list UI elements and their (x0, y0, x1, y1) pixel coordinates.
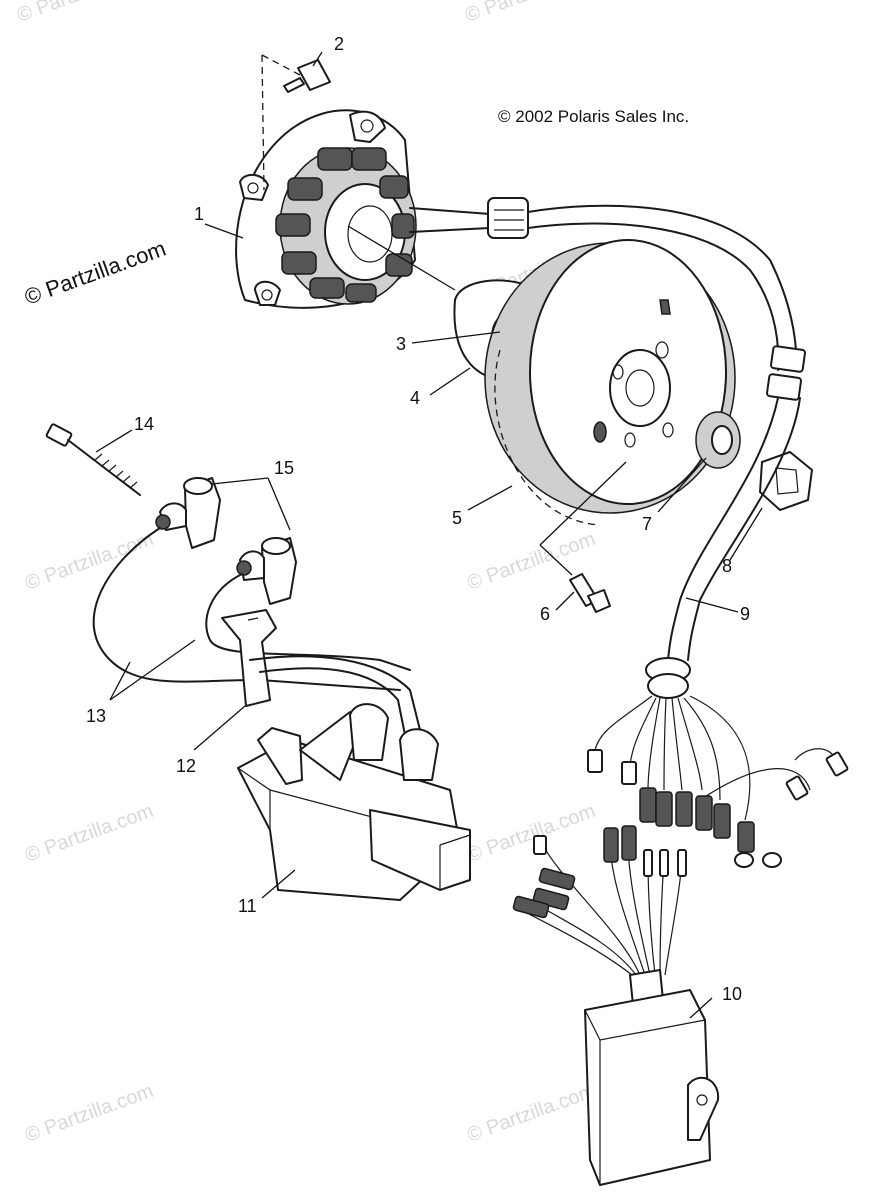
stator-assembly (235, 109, 456, 309)
bolt-part-6 (569, 573, 611, 613)
callout-11: 11 (238, 896, 257, 916)
bolt-part-14 (45, 423, 141, 496)
watermark: © Partzilla.com (462, 0, 596, 27)
callout-7: 7 (642, 514, 652, 534)
wire-harness-part-9 (587, 345, 849, 868)
cdi-module-part-10 (512, 825, 720, 1186)
callout-5: 5 (452, 508, 462, 528)
watermark: © Partzilla.com (464, 800, 598, 867)
callout-13: 13 (86, 706, 106, 726)
callout-1: 1 (194, 204, 204, 224)
watermark: © Partzilla.com (22, 1080, 156, 1147)
callout-labels: 1 2 3 4 5 6 7 8 9 10 11 12 13 14 15 (86, 34, 750, 1004)
nut (759, 451, 813, 511)
flywheel (484, 239, 736, 526)
watermark: © Partzilla.com (22, 800, 156, 867)
leader-lines (95, 51, 763, 1019)
callout-14: 14 (134, 414, 154, 434)
callout-6: 6 (540, 604, 550, 624)
watermark: © Partzilla.com (464, 1080, 598, 1147)
watermark: © Partzilla.com (22, 528, 156, 595)
callout-10: 10 (722, 984, 742, 1004)
spark-plug-caps (92, 477, 411, 691)
ignition-coil (237, 655, 471, 901)
washer (695, 411, 741, 469)
callout-9: 9 (740, 604, 750, 624)
callout-8: 8 (722, 556, 732, 576)
bolt-part-2 (261, 54, 331, 191)
callout-12: 12 (176, 756, 196, 776)
callout-4: 4 (410, 388, 420, 408)
watermark-partzilla: © Partzilla.com (21, 236, 169, 310)
callout-15: 15 (274, 458, 294, 478)
copyright-notice: © 2002 Polaris Sales Inc. (498, 107, 689, 126)
stator-harness (409, 197, 798, 371)
callout-3: 3 (396, 334, 406, 354)
watermark: © Partzilla.com (14, 0, 148, 27)
callout-2: 2 (334, 34, 344, 54)
